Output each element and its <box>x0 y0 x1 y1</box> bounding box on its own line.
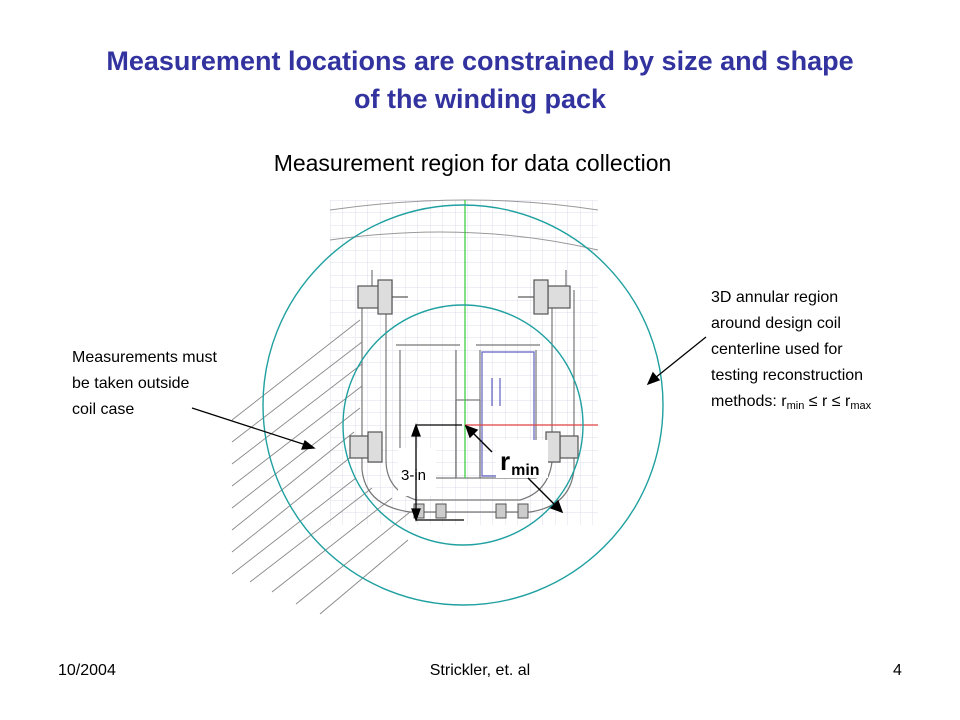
inner-radius-circle <box>342 304 584 546</box>
outer-radius-circle <box>262 204 664 606</box>
right-annotation-line-4: testing reconstruction <box>711 367 864 384</box>
cad-grid <box>330 200 598 525</box>
title-line-1: Measurement locations are constrained by… <box>106 46 854 76</box>
rmin-label-main: r <box>500 446 510 476</box>
left-annotation-line-3: coil case <box>72 401 135 418</box>
rmin-arrows <box>464 424 564 514</box>
rmin-label-background <box>496 440 548 478</box>
left-annotation-line-1: Measurements must <box>72 349 217 366</box>
right-annotation-line-5: methods: rmin ≤ r ≤ rmax <box>711 389 951 415</box>
dimension-3in <box>411 423 464 522</box>
right-annotation-prefix: methods: r <box>711 393 787 410</box>
bolt-upper-left <box>357 279 408 315</box>
left-annotation: Measurements must be taken outside coil … <box>72 345 272 423</box>
footer-date: 10/2004 <box>58 662 116 679</box>
top-arc-inner <box>329 231 599 251</box>
bolt-upper-right <box>518 279 571 315</box>
right-note-arrow <box>646 336 707 386</box>
footer-page-number: 4 <box>893 662 902 679</box>
rmin-label-sub: min <box>511 462 539 479</box>
hatch-region <box>231 319 411 615</box>
left-annotation-line-2: be taken outside <box>72 375 190 392</box>
slide-title: Measurement locations are constrained by… <box>0 42 960 118</box>
right-annotation-sub-min: min <box>786 400 805 412</box>
right-annotation-line-2: around design coil <box>711 315 841 332</box>
dimension-background <box>398 448 436 496</box>
title-line-2: of the winding pack <box>353 84 606 114</box>
right-annotation-line-3: centerline used for <box>711 341 843 358</box>
right-annotation: 3D annular region around design coil cen… <box>711 285 951 415</box>
bolt-lower-right <box>545 431 579 463</box>
rmin-label: rmin <box>500 446 540 479</box>
footer-author: Strickler, et. al <box>429 662 531 679</box>
top-arc <box>329 199 599 211</box>
right-annotation-sub-max: max <box>850 400 872 412</box>
left-note-arrow <box>191 407 316 450</box>
slide-subtitle: Measurement region for data collection <box>273 150 672 176</box>
bolt-lower-left <box>349 431 383 463</box>
right-annotation-line-1: 3D annular region <box>711 289 839 306</box>
dimension-label: 3-in <box>401 467 426 484</box>
right-annotation-mid: ≤ r ≤ r <box>804 393 851 410</box>
